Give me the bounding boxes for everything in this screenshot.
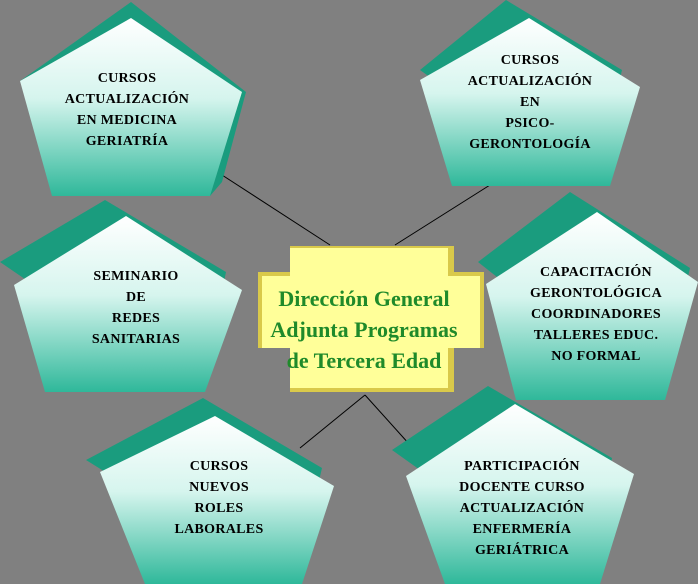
node-shape-enfermeria: [392, 386, 634, 584]
node-label-seminario: SEMINARIO DE REDES SANITARIAS: [91, 269, 181, 347]
connector-line: [364, 394, 411, 446]
connector-line: [394, 184, 491, 246]
node-shape-seminario: [0, 200, 242, 392]
connector-line: [221, 174, 331, 246]
node-label-capacitacion: CAPACITACIÓN GERONTOLÓGICA COORDINADORES…: [530, 265, 662, 364]
center-box: [258, 246, 484, 392]
node-shape-roles: [86, 398, 334, 584]
node-label-medicina: CURSOS ACTUALIZACIÓN EN MEDICINA GERIATR…: [64, 71, 190, 149]
node-shape-medicina: [20, 2, 246, 196]
connector-line: [299, 394, 366, 449]
connectors: [221, 174, 491, 449]
node-shape-capacitacion: [478, 192, 698, 400]
node-shape-psicogerontologia: [420, 0, 640, 186]
node-label-roles: CURSOS NUEVOS ROLES LABORALES: [174, 459, 264, 537]
node-label-enfermeria: PARTICIPACIÓN DOCENTE CURSO ACTUALIZACIÓ…: [459, 459, 585, 558]
node-label-psicogerontologia: CURSOS ACTUALIZACIÓN EN PSICO- GERONTOLO…: [467, 53, 593, 152]
center-title: Dirección General Adjunta Programas de T…: [270, 286, 458, 373]
